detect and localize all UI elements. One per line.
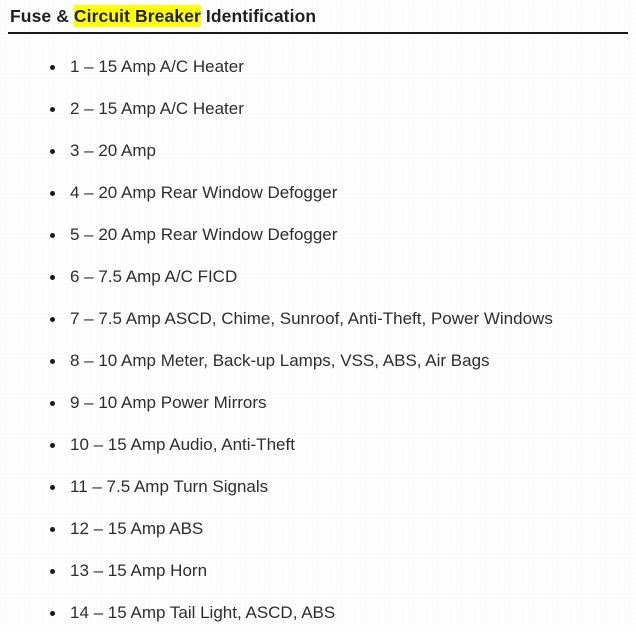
bullet-icon (50, 317, 55, 322)
title-divider (8, 32, 628, 34)
fuse-list-item: 3 – 20 Amp (0, 130, 636, 172)
bullet-icon (50, 149, 55, 154)
bullet-icon (50, 611, 55, 616)
fuse-list-item-label: 13 – 15 Amp Horn (70, 561, 208, 580)
bullet-icon (50, 527, 55, 532)
bullet-icon (50, 359, 55, 364)
fuse-list-item-label: 4 – 20 Amp Rear Window Defogger (70, 183, 338, 202)
page-title-highlighted-term: Circuit Breaker (73, 5, 201, 27)
page-title: Fuse & Circuit Breaker Identification (0, 0, 636, 28)
fuse-list-item-label: 14 – 15 Amp Tail Light, ASCD, ABS (70, 603, 336, 622)
fuse-list-item: 11 – 7.5 Amp Turn Signals (0, 466, 636, 508)
heading-block: Fuse & Circuit Breaker Identification (0, 0, 636, 34)
fuse-list-item: 6 – 7.5 Amp A/C FICD (0, 256, 636, 298)
bullet-icon (50, 485, 55, 490)
fuse-list-item-label: 9 – 10 Amp Power Mirrors (70, 393, 267, 412)
bullet-icon (50, 191, 55, 196)
fuse-list-item: 1 – 15 Amp A/C Heater (0, 46, 636, 88)
fuse-list-item: 7 – 7.5 Amp ASCD, Chime, Sunroof, Anti-T… (0, 298, 636, 340)
fuse-list-item-label: 11 – 7.5 Amp Turn Signals (70, 477, 269, 496)
fuse-list-item-label: 8 – 10 Amp Meter, Back-up Lamps, VSS, AB… (70, 351, 490, 370)
fuse-list-item-label: 2 – 15 Amp A/C Heater (70, 99, 244, 118)
bullet-icon (50, 401, 55, 406)
fuse-identification-list: 1 – 15 Amp A/C Heater 2 – 15 Amp A/C Heat… (0, 46, 636, 634)
fuse-list-item: 12 – 15 Amp ABS (0, 508, 636, 550)
fuse-list-item-label: 6 – 7.5 Amp A/C FICD (70, 267, 238, 286)
fuse-list-item: 14 – 15 Amp Tail Light, ASCD, ABS (0, 592, 636, 634)
page-title-prefix: Fuse & (10, 6, 74, 26)
bullet-icon (50, 275, 55, 280)
bullet-icon (50, 65, 55, 70)
fuse-list-item-label: 10 – 15 Amp Audio, Anti-Theft (70, 435, 295, 454)
fuse-list-item: 9 – 10 Amp Power Mirrors (0, 382, 636, 424)
bullet-icon (50, 107, 55, 112)
bullet-icon (50, 443, 55, 448)
fuse-list-item: 10 – 15 Amp Audio, Anti-Theft (0, 424, 636, 466)
bullet-icon (50, 233, 55, 238)
fuse-list-item: 5 – 20 Amp Rear Window Defogger (0, 214, 636, 256)
fuse-list-item-label: 12 – 15 Amp ABS (70, 519, 204, 538)
fuse-list-item: 4 – 20 Amp Rear Window Defogger (0, 172, 636, 214)
fuse-list-item: 13 – 15 Amp Horn (0, 550, 636, 592)
fuse-list-item: 8 – 10 Amp Meter, Back-up Lamps, VSS, AB… (0, 340, 636, 382)
bullet-icon (50, 569, 55, 574)
fuse-list-item-label: 7 – 7.5 Amp ASCD, Chime, Sunroof, Anti-T… (70, 309, 553, 328)
fuse-list-item: 2 – 15 Amp A/C Heater (0, 88, 636, 130)
fuse-list-item-label: 1 – 15 Amp A/C Heater (70, 57, 244, 76)
fuse-list-item-label: 3 – 20 Amp (70, 141, 157, 160)
fuse-list-item-label: 5 – 20 Amp Rear Window Defogger (70, 225, 338, 244)
page-title-suffix: Identification (200, 6, 317, 26)
